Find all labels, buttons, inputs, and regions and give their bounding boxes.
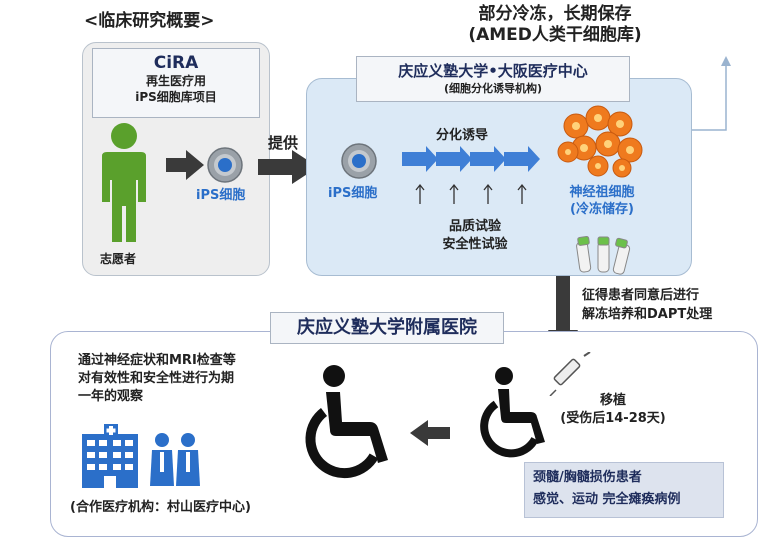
hospital-title: 庆应义塾大学附属医院 [270,312,504,344]
cira-title-box: CiRA 再生医疗用 iPS细胞库项目 [92,48,260,118]
keio-osaka-title: 庆应义塾大学•大阪医疗中心 [398,62,588,80]
cira-title: CiRA [153,53,199,73]
frozen-title: 部分冷冻，长期保存 (AMED人类干细胞库) [420,4,690,46]
neural-progenitor-cells-icon [557,105,643,178]
ips-cell-icon-2 [341,143,377,179]
overview-label: <临床研究概要> [84,11,215,31]
keio-osaka-subtitle: (细胞分化诱导机构) [443,82,543,95]
observation-text: 通过神经症状和MRI检查等 对有效性和安全性进行为期 一年的观察 [78,352,236,406]
observation-line3: 一年的观察 [78,389,144,404]
blue-arrow-icon [470,146,506,172]
test-up-arrows [415,183,527,204]
transplant-line2: (受伤后14-28天) [560,411,666,426]
transplant-line1: 移植 [599,393,626,408]
arrow-right-icon [166,150,204,180]
transfer-note-line2: 解冻培养和DAPT处理 [582,307,713,322]
transplant-label: 移植 (受伤后14-28天) [548,392,678,428]
transfer-note: 征得患者同意后进行 解冻培养和DAPT处理 [582,286,712,324]
wheelchair-recovered-icon [305,365,388,479]
donor-label: 志愿者 [100,252,137,266]
quality-test-label: 品质试验 [448,219,501,234]
npc-label-line1: 神经祖细胞 [569,185,635,200]
cira-subtitle-line2: iPS细胞库项目 [135,90,217,104]
arrow-left-icon [410,420,450,446]
keio-ips-label: iPS细胞 [328,186,378,201]
hospital-building-icon [82,424,200,488]
patients-line1: 颈髓/胸髓损伤患者 [533,470,642,485]
observation-line1: 通过神经症状和MRI检查等 [78,353,236,368]
transfer-note-line1: 征得患者同意后进行 [582,288,700,303]
blue-arrow-icon [436,146,472,172]
doctors-icon [150,433,200,486]
frozen-title-line2: (AMED人类干细胞库) [468,25,642,45]
differentiation-label: 分化诱导 [436,128,489,143]
frozen-title-line1: 部分冷冻，长期保存 [478,4,632,24]
blue-arrow-icon [402,146,438,172]
npc-label: 神经祖细胞 (冷冻储存) [550,184,654,218]
cira-ips-label: iPS细胞 [196,188,246,203]
tests-block: 品质试验 安全性试验 [420,218,530,254]
ips-cell-icon [207,147,243,183]
npc-label-line2: (冷冻储存) [570,202,634,217]
frozen-vials-icon [576,235,631,275]
provide-arrow-icon [258,150,318,184]
patients-box: 颈髓/胸髓损伤患者 感觉、运动 完全瘫痪病例 [524,462,724,518]
provide-label: 提供 [268,134,299,152]
partner-label: (合作医疗机构：村山医疗中心) [70,500,251,515]
safety-test-label: 安全性试验 [442,237,508,252]
observation-line2: 对有效性和安全性进行为期 [78,371,235,386]
wheelchair-patient-icon [480,367,545,458]
blue-arrow-icon [504,146,540,172]
cira-subtitle-line1: 再生医疗用 [145,74,206,88]
syringe-icon [549,352,591,396]
differentiation-arrows [402,146,540,172]
storage-arrowhead-icon [721,56,731,66]
patients-line2: 感觉、运动 完全瘫痪病例 [533,492,681,507]
keio-osaka-title-box: 庆应义塾大学•大阪医疗中心 (细胞分化诱导机构) [356,56,630,102]
donor-person-icon [102,123,146,242]
